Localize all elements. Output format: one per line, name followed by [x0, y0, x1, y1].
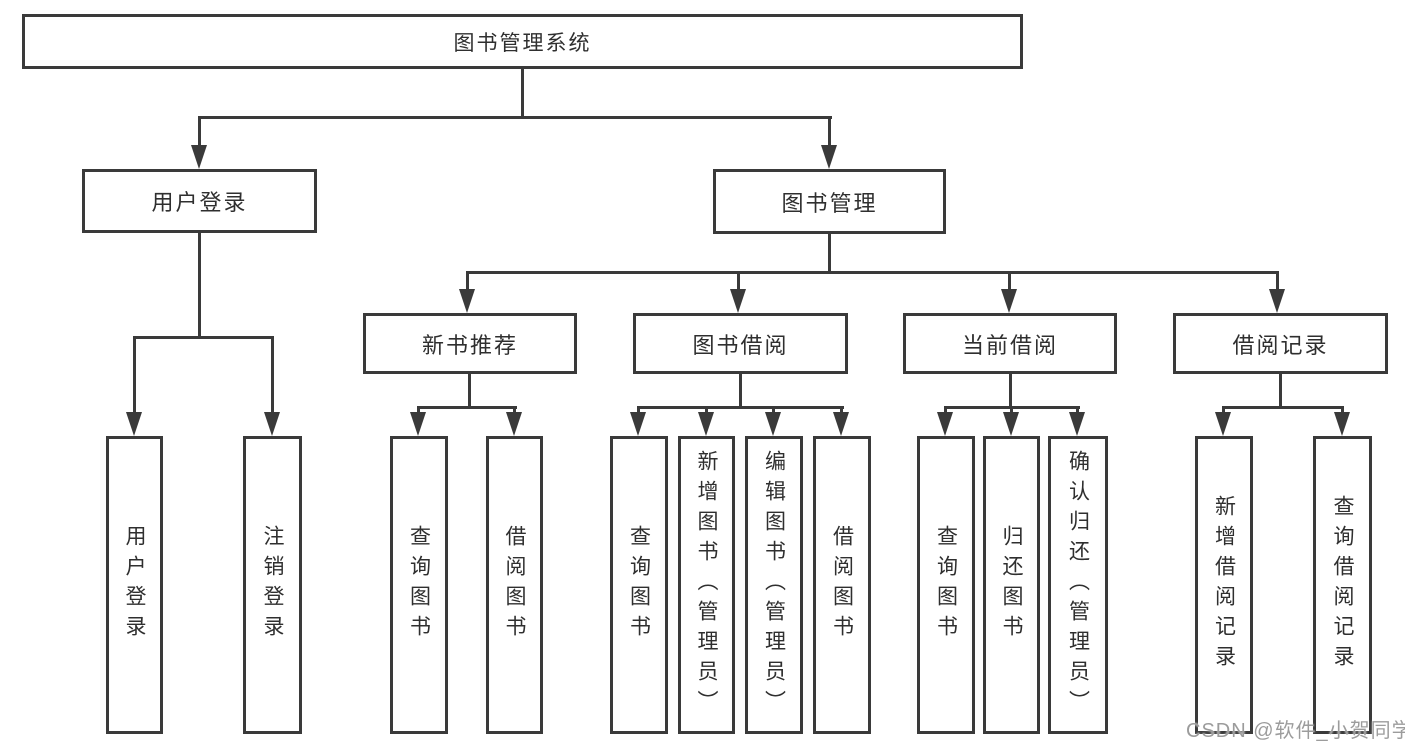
edge-shaft-user-login-leaf	[133, 336, 136, 413]
node-label: 归还图书	[1000, 525, 1023, 645]
edge-borrowing-records-rail	[1222, 406, 1344, 409]
arrow-down-icon	[1069, 412, 1085, 436]
arrow-down-icon	[191, 145, 207, 169]
node-book-borrowing: 图书借阅	[633, 313, 848, 374]
edge-book-management-rail	[467, 271, 1279, 274]
node-new-book-recommend: 新书推荐	[363, 313, 577, 374]
node-label: 借阅图书	[503, 525, 526, 645]
leaf-query-books-current: 查询图书	[917, 436, 975, 734]
arrow-down-icon	[630, 412, 646, 436]
arrow-down-icon	[1215, 412, 1231, 436]
arrow-down-icon	[126, 412, 142, 436]
leaf-add-borrow-record: 新增借阅记录	[1195, 436, 1253, 734]
edge-root-stem	[521, 69, 524, 119]
arrow-down-icon	[459, 289, 475, 313]
leaf-borrow-books-recommend: 借阅图书	[486, 436, 543, 734]
leaf-user-login: 用户登录	[106, 436, 163, 734]
arrow-down-icon	[937, 412, 953, 436]
edge-shaft-logout-leaf	[271, 336, 274, 413]
arrow-down-icon	[821, 145, 837, 169]
leaf-query-books-recommend: 查询图书	[390, 436, 448, 734]
edge-shaft-book-borrowing	[737, 271, 740, 290]
edge-borrowing-records-stem	[1279, 374, 1282, 409]
node-label: 借阅记录	[1232, 332, 1329, 358]
arrow-down-icon	[1269, 289, 1285, 313]
edge-shaft-edit-books-admin	[772, 406, 775, 413]
node-book-management: 图书管理	[713, 169, 946, 234]
edge-shaft-query-books-borrowing	[637, 406, 640, 413]
arrow-down-icon	[264, 412, 280, 436]
edge-shaft-confirm-return-admin	[1076, 406, 1079, 413]
arrow-down-icon	[730, 289, 746, 313]
node-label: 查询图书	[934, 525, 958, 645]
node-label: 借阅图书	[830, 525, 854, 645]
edge-user-login-stem	[198, 233, 201, 339]
node-label: 新增图书（管理员）	[695, 450, 718, 720]
node-label: 注销登录	[261, 525, 284, 645]
arrow-down-icon	[698, 412, 714, 436]
leaf-return-books: 归还图书	[983, 436, 1040, 734]
arrow-down-icon	[1334, 412, 1350, 436]
edge-shaft-query-books-recommend	[417, 406, 420, 413]
leaf-confirm-return-admin: 确认归还（管理员）	[1048, 436, 1108, 734]
edge-user-login-rail	[133, 336, 274, 339]
node-label: 查询图书	[407, 525, 431, 645]
edge-book-management-stem	[828, 234, 831, 274]
node-label: 编辑图书（管理员）	[762, 450, 786, 720]
arrow-down-icon	[833, 412, 849, 436]
node-current-borrowing: 当前借阅	[903, 313, 1117, 374]
arrow-down-icon	[1003, 412, 1019, 436]
node-label: 图书管理	[781, 190, 878, 216]
edge-shaft-return-books	[1010, 406, 1013, 413]
node-label: 新增借阅记录	[1212, 495, 1236, 675]
leaf-add-books-admin: 新增图书（管理员）	[678, 436, 735, 734]
arrow-down-icon	[765, 412, 781, 436]
edge-shaft-borrow-books-recommend	[513, 406, 516, 413]
node-label: 查询借阅记录	[1331, 495, 1354, 675]
edge-shaft-user-login	[198, 117, 201, 146]
arrow-down-icon	[410, 412, 426, 436]
edge-new-book-recommend-stem	[468, 374, 471, 409]
leaf-query-books-borrowing: 查询图书	[610, 436, 668, 734]
edge-shaft-query-books-current	[944, 406, 947, 413]
node-user-login: 用户登录	[82, 169, 317, 233]
leaf-query-borrow-record: 查询借阅记录	[1313, 436, 1372, 734]
node-borrowing-records: 借阅记录	[1173, 313, 1388, 374]
node-label: 确认归还（管理员）	[1066, 450, 1090, 720]
node-label: 用户登录	[123, 525, 146, 645]
edge-shaft-add-borrow-record	[1222, 406, 1225, 413]
edge-shaft-current-borrowing	[1008, 271, 1011, 290]
leaf-borrow-books: 借阅图书	[813, 436, 871, 734]
node-label: 图书借阅	[692, 332, 789, 358]
edge-shaft-borrow-books	[840, 406, 843, 413]
arrow-down-icon	[1001, 289, 1017, 313]
edge-book-borrowing-rail	[638, 406, 844, 409]
edge-new-book-recommend-rail	[418, 406, 517, 409]
edge-shaft-new-book-recommend	[466, 271, 469, 290]
node-label: 当前借阅	[961, 332, 1058, 358]
node-label: 新书推荐	[421, 332, 518, 358]
leaf-edit-books-admin: 编辑图书（管理员）	[745, 436, 803, 734]
edge-root-rail	[198, 116, 832, 119]
node-root-library-system: 图书管理系统	[22, 14, 1023, 69]
leaf-logout: 注销登录	[243, 436, 302, 734]
csdn-watermark: CSDN @软件_小贺同学	[1186, 720, 1405, 742]
edge-shaft-book-management	[828, 117, 831, 146]
node-label: 图书管理系统	[453, 31, 592, 55]
arrow-down-icon	[506, 412, 522, 436]
node-label: 查询图书	[627, 525, 651, 645]
edge-shaft-query-borrow-record	[1341, 406, 1344, 413]
edge-shaft-borrowing-records	[1276, 271, 1279, 290]
edge-current-borrowing-stem	[1009, 374, 1012, 409]
edge-shaft-add-books-admin	[705, 406, 708, 413]
node-label: 用户登录	[151, 190, 248, 215]
edge-book-borrowing-stem	[739, 374, 742, 409]
